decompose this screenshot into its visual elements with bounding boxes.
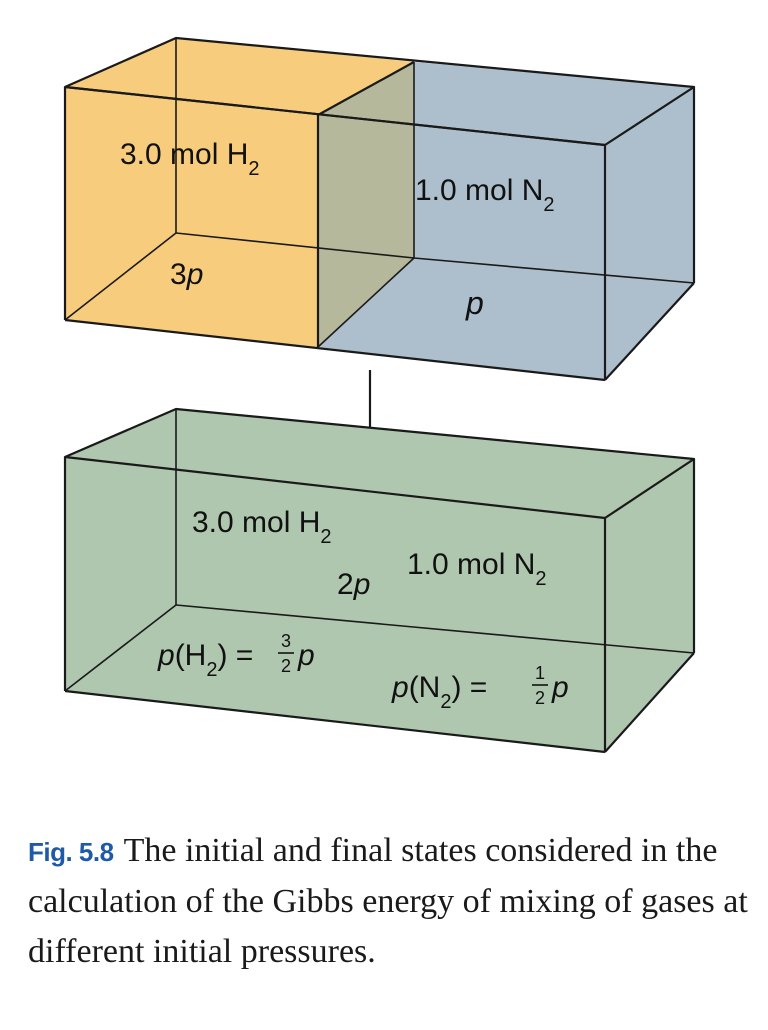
svg-text:p(N2) =: p(N2) = (391, 671, 487, 713)
n2-fraction-denominator: 2 (535, 688, 545, 708)
h2-amount-label: 3.0 mol H2 (120, 138, 260, 180)
h2-left-back-face (65, 38, 176, 320)
final-visible-edges (63, 407, 696, 754)
mixing-diagram: 3.0 mol H2 3p 1.0 mol N2 p 3.0 mol H2 1 (63, 36, 696, 754)
final-state: 3.0 mol H2 1.0 mol N2 2p p(H2) = 3 2 p p… (63, 407, 696, 754)
h2-pressure-label: 3p (170, 258, 203, 291)
n2-pressure-label: p (465, 285, 484, 321)
svg-text:p: p (297, 639, 315, 672)
initial-state: 3.0 mol H2 3p 1.0 mol N2 p (63, 36, 696, 382)
total-pressure-label: 2p (337, 568, 370, 601)
svg-text:p(H2) =: p(H2) = (157, 639, 253, 681)
partial-pressure-h2: p(H2) = 3 2 p (157, 631, 315, 681)
n2-fraction-numerator: 1 (535, 663, 545, 683)
n2-back-region (414, 62, 694, 283)
h2-fraction-denominator: 2 (281, 656, 291, 676)
svg-text:p: p (551, 671, 569, 704)
caption-text: The initial and final states considered … (28, 832, 748, 970)
final-hidden-edges (64, 409, 695, 692)
partition-wall (318, 62, 414, 347)
h2-compartment (65, 38, 414, 347)
partial-pressure-n2: p(N2) = 1 2 p (391, 663, 569, 713)
figure-number: Fig. 5.8 (28, 837, 114, 867)
mixed-back-face (176, 409, 694, 653)
initial-visible-edges (63, 36, 696, 382)
n2-amount-label: 1.0 mol N2 (415, 174, 555, 216)
h2-fraction-numerator: 3 (281, 631, 291, 651)
final-h2-amount-label: 3.0 mol H2 (192, 506, 332, 548)
final-n2-amount-label: 1.0 mol N2 (407, 548, 547, 590)
initial-hidden-edges (64, 38, 695, 348)
